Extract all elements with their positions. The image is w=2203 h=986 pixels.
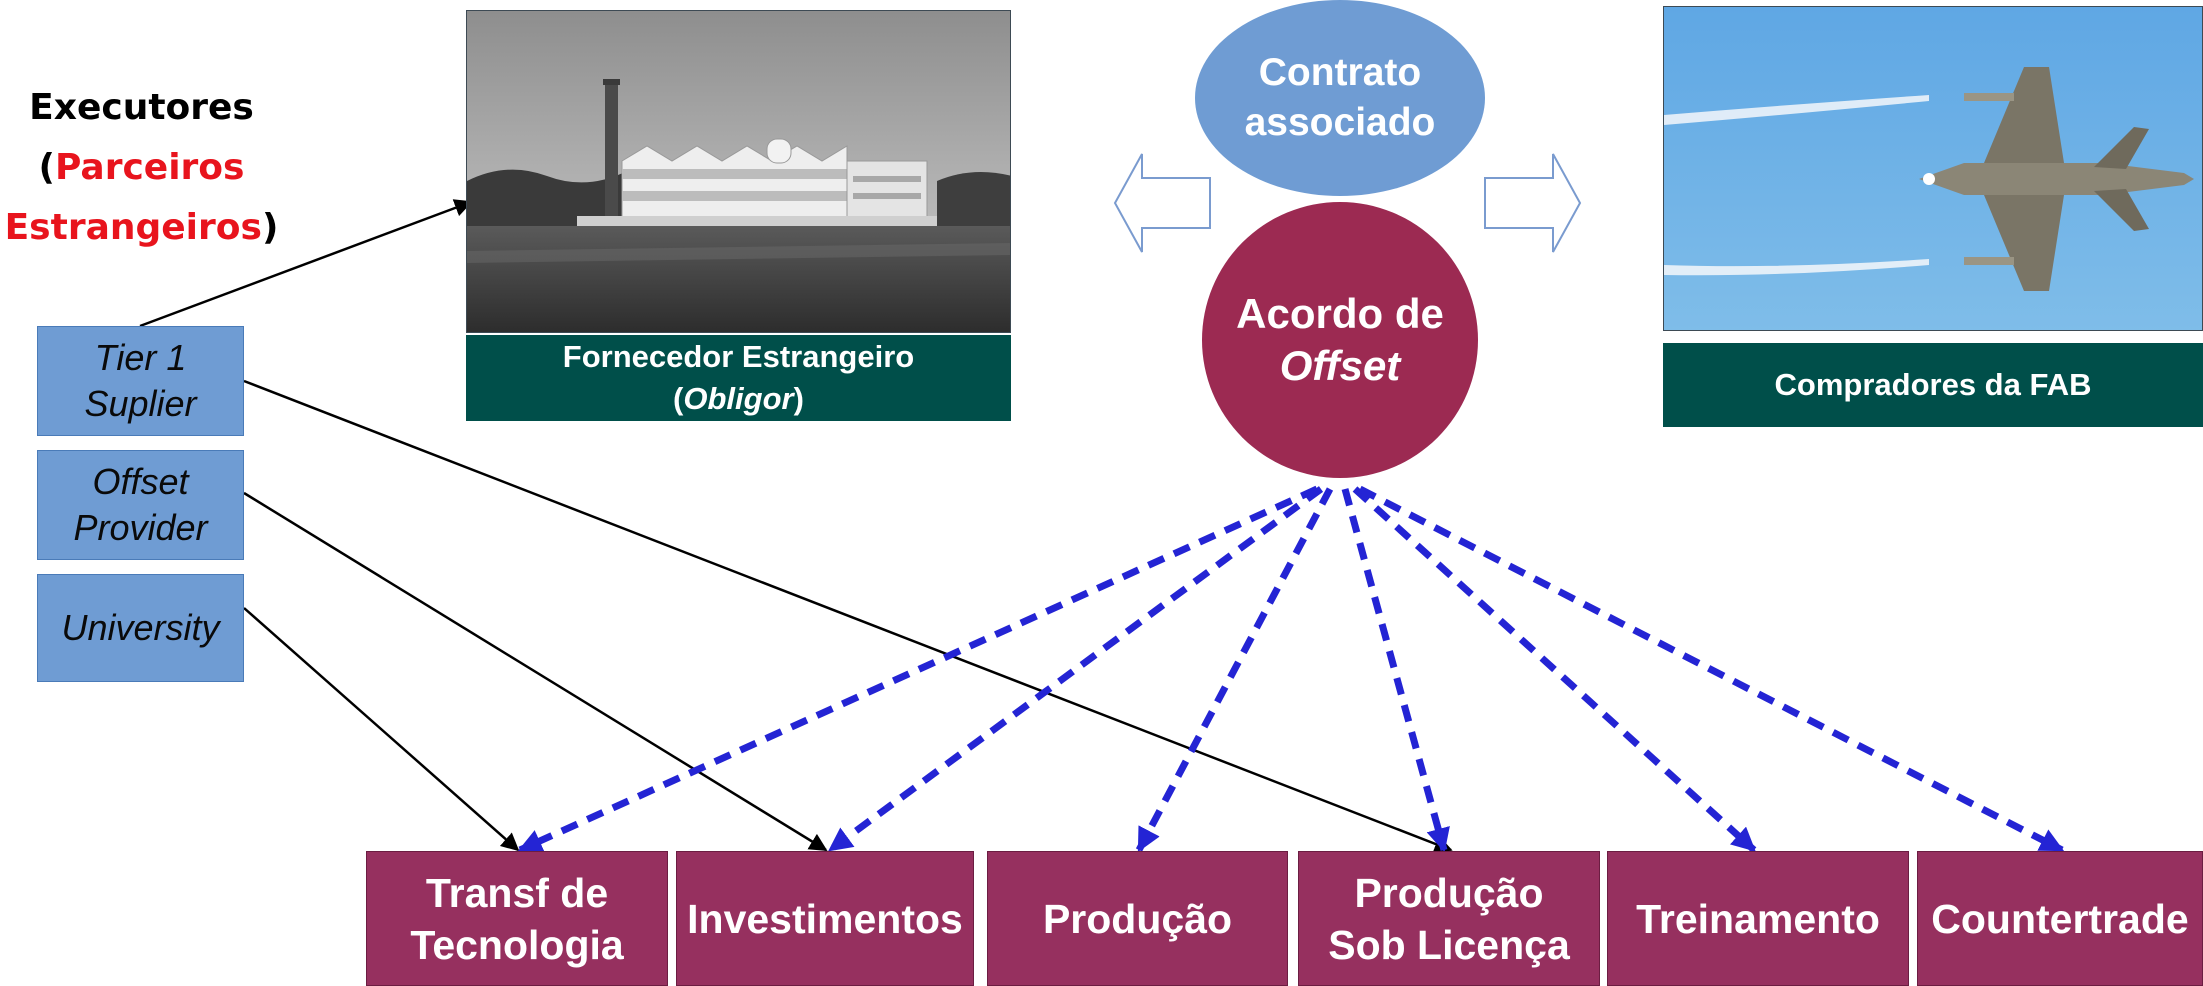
arrow-university-to-transf-tecnologia — [243, 607, 520, 852]
hollow-arrow-left — [1113, 153, 1211, 253]
arrow-offset-provider-to-investimentos — [243, 491, 828, 852]
category-producao: Produção — [987, 851, 1288, 986]
executores-title: Executores — [29, 87, 254, 128]
compradores-caption: Compradores da FAB — [1663, 343, 2203, 427]
arrow-tier1-to-producao-licenca — [243, 379, 1453, 853]
hollow-arrow-right — [1484, 153, 1582, 253]
executores-heading: Executores (Parceiros Estrangeiros) — [0, 78, 283, 258]
estrangeiros-label: Estrangeiros — [4, 207, 262, 248]
dashed-arrow-to-producao-licenca — [1341, 488, 1450, 853]
category-countertrade: Countertrade — [1917, 851, 2203, 986]
factory-photo — [466, 10, 1011, 333]
jet-photo — [1663, 6, 2203, 331]
dashed-arrow-to-countertrade — [1358, 485, 2065, 854]
parceiros-label: Parceiros — [54, 147, 245, 188]
arrow-tier1-to-fornecedor — [139, 199, 473, 328]
fornecedor-caption: Fornecedor Estrangeiro (Obligor) — [466, 335, 1011, 421]
category-transf-tecnologia: Transf de Tecnologia — [366, 851, 668, 986]
category-producao-sob-licenca: Produção Sob Licença — [1298, 851, 1600, 986]
dashed-arrow-to-producao — [1135, 487, 1334, 853]
category-treinamento: Treinamento — [1607, 851, 1909, 986]
partner-box-university: University — [37, 574, 244, 682]
dashed-arrow-to-treinamento — [1352, 486, 1757, 853]
category-investimentos: Investimentos — [676, 851, 974, 986]
dashed-arrow-to-investimentos — [827, 486, 1324, 853]
dashed-arrow-to-transf-tecnologia — [517, 485, 1319, 854]
